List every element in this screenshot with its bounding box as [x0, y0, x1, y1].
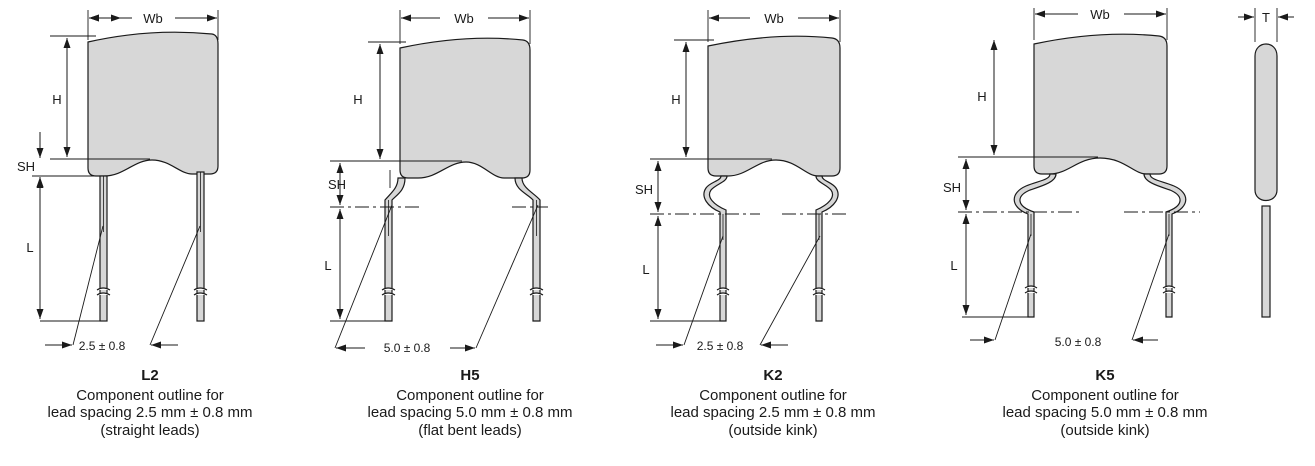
outline-k5 — [958, 8, 1200, 344]
caption-line: Component outline for — [396, 386, 544, 404]
lead — [1143, 173, 1187, 318]
dim-label-l: L — [26, 240, 33, 255]
caption-line: lead spacing 5.0 mm ± 0.8 mm — [1002, 404, 1208, 421]
side-view — [1238, 8, 1294, 318]
caption-line: (outside kink) — [1060, 421, 1150, 439]
outline-code: K2 — [763, 367, 783, 384]
capacitor-body — [1033, 33, 1168, 175]
dim-label-spacing: 5.0 ± 0.8 — [1055, 335, 1102, 349]
lead — [1013, 173, 1057, 318]
dim-label-wb: Wb — [454, 11, 474, 26]
capacitor-body — [707, 35, 841, 177]
caption-line: lead spacing 2.5 mm ± 0.8 mm — [47, 404, 253, 421]
outline-l2 — [32, 10, 219, 349]
caption-h5: H5 Component outline for lead spacing 5.… — [320, 367, 620, 439]
caption-l2: L2 Component outline for lead spacing 2.… — [0, 367, 300, 439]
dim-label-spacing: 2.5 ± 0.8 — [79, 339, 126, 353]
outline-code: K5 — [1095, 367, 1115, 384]
dim-label-sh: SH — [943, 180, 961, 195]
dim-label-l: L — [950, 258, 957, 273]
caption-line: lead spacing 5.0 mm ± 0.8 mm — [367, 404, 573, 421]
dim-label-sh: SH — [17, 159, 35, 174]
capacitor-side-body — [1254, 43, 1278, 202]
caption-k5: K5 Component outline for lead spacing 5.… — [955, 367, 1255, 439]
dim-label-wb: Wb — [143, 11, 163, 26]
dim-label-wb: Wb — [764, 11, 784, 26]
outline-k2 — [650, 10, 848, 349]
dim-label-t: T — [1262, 10, 1270, 25]
dim-label-wb: Wb — [1090, 7, 1110, 22]
caption-line: (flat bent leads) — [418, 421, 522, 439]
outline-code: L2 — [141, 367, 159, 384]
caption-line: (straight leads) — [100, 421, 200, 439]
dim-label-h: H — [52, 92, 61, 107]
lead — [815, 175, 839, 322]
dim-label-l: L — [324, 258, 331, 273]
dim-label-h: H — [353, 92, 362, 107]
caption-line: Component outline for — [1031, 386, 1179, 404]
dim-label-l: L — [642, 262, 649, 277]
capacitor-body — [399, 37, 531, 179]
capacitor-body — [87, 31, 219, 177]
dim-label-sh: SH — [635, 182, 653, 197]
lead — [1261, 205, 1271, 318]
outline-h5 — [330, 10, 548, 352]
dim-label-spacing: 2.5 ± 0.8 — [697, 339, 744, 353]
outline-code: H5 — [460, 367, 480, 384]
dim-label-sh: SH — [328, 177, 346, 192]
lead — [384, 177, 406, 322]
caption-line: (outside kink) — [728, 421, 818, 439]
lead — [703, 175, 728, 322]
caption-line: Component outline for — [699, 386, 847, 404]
caption-k2: K2 Component outline for lead spacing 2.… — [623, 367, 923, 439]
dim-label-spacing: 5.0 ± 0.8 — [384, 341, 431, 355]
caption-line: lead spacing 2.5 mm ± 0.8 mm — [670, 404, 876, 421]
caption-line: Component outline for — [76, 386, 224, 404]
dim-label-h: H — [977, 89, 986, 104]
dim-label-h: H — [671, 92, 680, 107]
